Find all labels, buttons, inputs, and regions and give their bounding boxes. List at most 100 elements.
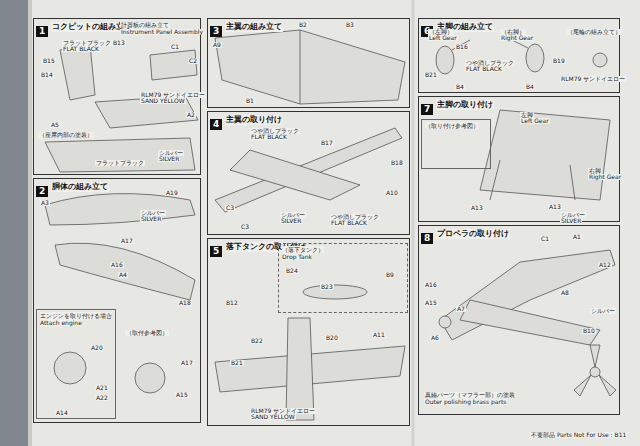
- part-number: C1: [170, 44, 180, 50]
- callout-text: SAND YELLOW: [140, 98, 186, 104]
- step-title: 主翼の組み立て: [225, 22, 283, 32]
- callout-text: 計器板の組み立て: [120, 22, 170, 28]
- callout-text: フラットブラック: [95, 160, 145, 166]
- step-box: 3主翼の組み立て: [207, 18, 410, 108]
- wing-centre-line: [300, 30, 301, 104]
- part-number: B14: [40, 72, 54, 78]
- part-number: B12: [225, 300, 239, 306]
- part-number: A20: [90, 345, 104, 351]
- gear-leg: [570, 165, 575, 200]
- callout-text: Left Gear: [428, 35, 458, 41]
- callout-text: RLM79 サンドイエロー: [560, 76, 626, 82]
- part-number: A21: [95, 385, 109, 391]
- callout-text: シルバー: [590, 308, 616, 314]
- part-number: B21: [424, 72, 438, 78]
- part-number: B10: [582, 328, 596, 334]
- callout-text: FLAT BLACK: [250, 134, 288, 140]
- cockpit-interior: [45, 138, 195, 172]
- cockpit-floor: [95, 96, 198, 128]
- desk-strip: [0, 0, 28, 446]
- part-number: C3: [240, 224, 250, 230]
- step-box: 7主脚の取り付け（取り付け参考図）: [418, 96, 620, 222]
- callout-text: FLAT BLACK: [62, 46, 100, 52]
- part-number: A11: [372, 332, 386, 338]
- part-number: A8: [560, 290, 570, 296]
- part-number: A15: [175, 392, 189, 398]
- part-number: B17: [320, 140, 334, 146]
- fuselage: [215, 128, 402, 212]
- part-number: A10: [385, 190, 399, 196]
- callout-text: FLAT BLACK: [330, 220, 368, 226]
- propeller-blade: [590, 345, 600, 367]
- panel-text: エンジンを取り付ける場合: [40, 312, 112, 319]
- callout-text: （座席内部の塗装）: [38, 132, 94, 138]
- part-number: B22: [250, 338, 264, 344]
- part-number: B2: [298, 22, 308, 28]
- wheel: [436, 46, 454, 74]
- part-number: B15: [42, 58, 56, 64]
- callout-text: SAND YELLOW: [250, 414, 296, 420]
- paper-edge: [28, 0, 32, 446]
- propeller-blade: [599, 375, 616, 396]
- callout-text: SILVER: [158, 156, 180, 162]
- wing: [460, 300, 600, 345]
- part-number: A15: [424, 300, 438, 306]
- callout-text: Left Gear: [520, 118, 550, 124]
- step-number: 3: [210, 26, 222, 37]
- page-fold: [412, 0, 415, 446]
- part-number: A3: [40, 200, 50, 206]
- callout-text: Right Gear: [500, 35, 534, 41]
- gear-leg: [490, 160, 500, 200]
- fuselage-half: [55, 243, 195, 300]
- part-number: A22: [95, 395, 109, 401]
- part-number: B9: [385, 272, 395, 278]
- callout-text: SILVER: [280, 218, 302, 224]
- part-number: B24: [285, 268, 299, 274]
- part-number: A1: [572, 234, 582, 240]
- part-number: B4: [525, 84, 535, 90]
- part-number: B4: [455, 84, 465, 90]
- part-number: A9: [212, 42, 222, 48]
- part-number: A12: [598, 262, 612, 268]
- callout-text: Instrument Panel Assembly: [120, 29, 204, 35]
- wing: [480, 110, 610, 200]
- step-number: 2: [36, 186, 48, 197]
- part-number: B19: [552, 58, 566, 64]
- part-number: A19: [165, 190, 179, 196]
- panel-text: Drop Tank: [282, 253, 312, 260]
- part-number: B18: [390, 160, 404, 166]
- gear-strut: [452, 40, 470, 50]
- part-number: A13: [548, 204, 562, 210]
- fuselage-half: [45, 194, 195, 225]
- panel-text: （取り付け参考図）: [425, 122, 479, 129]
- instrument-panel: [150, 50, 197, 80]
- step-box: 2胴体の組み立てエンジンを取り付ける場合Attach engine: [33, 178, 201, 423]
- part-number: C2: [188, 58, 198, 64]
- callout-text: FLAT BLACK: [465, 66, 503, 72]
- part-number: A2: [186, 112, 196, 118]
- step-title: 胴体の組み立て: [51, 182, 109, 192]
- tail-wheel: [593, 53, 607, 67]
- wing: [215, 30, 405, 104]
- callout-text: Outer polishing brass parts: [424, 399, 507, 405]
- panel-text: （落下タンク）: [282, 246, 324, 253]
- step-number: 5: [210, 246, 222, 257]
- part-number: A16: [110, 262, 124, 268]
- part-number: A7: [456, 306, 466, 312]
- step-number: 8: [421, 233, 433, 244]
- gear-strut: [512, 40, 528, 48]
- step-number: 1: [36, 26, 48, 37]
- engine: [54, 352, 86, 384]
- part-number: C1: [540, 236, 550, 242]
- step-number: 7: [421, 104, 433, 115]
- sub-panel: （取り付け参考図）: [421, 119, 491, 169]
- part-number: A4: [118, 272, 128, 278]
- part-number: B20: [325, 335, 339, 341]
- part-number: B21: [230, 360, 244, 366]
- step-box: 8プロペラの取り付け: [418, 225, 620, 415]
- part-number: A5: [50, 122, 60, 128]
- wheel: [526, 44, 544, 72]
- part-number: A6: [430, 335, 440, 341]
